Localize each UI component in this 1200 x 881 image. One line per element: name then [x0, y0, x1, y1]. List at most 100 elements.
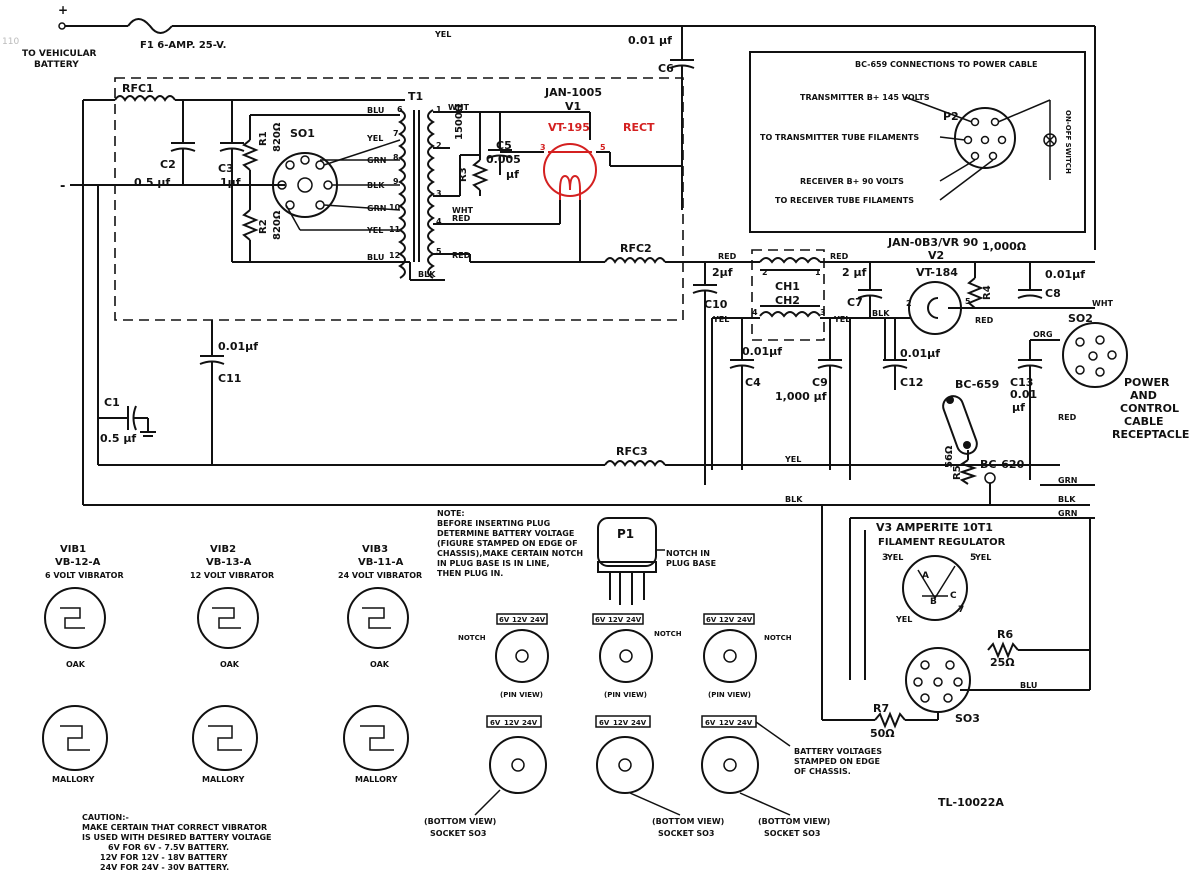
svg-text:NOTCH: NOTCH: [458, 634, 486, 642]
svg-text:R1: R1: [258, 131, 269, 146]
svg-text:4: 4: [436, 217, 442, 226]
svg-text:VIB2: VIB2: [210, 544, 236, 555]
svg-text:0.01: 0.01: [1010, 388, 1037, 401]
svg-text:C10: C10: [704, 298, 728, 311]
svg-text:12V FOR 12V - 18V BATTERY: 12V FOR 12V - 18V BATTERY: [100, 853, 228, 862]
svg-text:12V: 12V: [608, 616, 624, 624]
svg-text:GRN: GRN: [1058, 476, 1077, 485]
svg-text:820Ω: 820Ω: [272, 122, 283, 152]
svg-text:R3: R3: [458, 167, 469, 182]
svg-text:2 μf: 2 μf: [842, 266, 867, 279]
svg-text:BATTERY VOLTAGES: BATTERY VOLTAGES: [794, 747, 882, 756]
capacitor-c2: C2 0.5 μf: [134, 100, 196, 189]
svg-text:CONTROL: CONTROL: [1120, 402, 1179, 415]
plug-p1: P1 NOTCH IN PLUG BASE: [597, 517, 716, 605]
svg-text:6 VOLT VIBRATOR: 6 VOLT VIBRATOR: [45, 571, 124, 580]
svg-text:SO2: SO2: [1068, 312, 1093, 325]
capacitor-c6: 0.01 μf C6: [628, 26, 695, 210]
capacitor-c7: 2 μf C7: [842, 262, 883, 318]
battery-stamp-note: BATTERY VOLTAGES STAMPED ON EDGE OF CHAS…: [794, 747, 882, 776]
svg-text:1μf: 1μf: [220, 176, 241, 189]
capacitor-c1: C1 0.5 μf: [98, 396, 156, 445]
svg-text:RED: RED: [452, 214, 471, 223]
svg-text:C5: C5: [496, 139, 512, 152]
svg-text:VB-11-A: VB-11-A: [358, 557, 404, 568]
battery-input: + TO VEHICULAR BATTERY: [22, 3, 97, 70]
svg-text:12V: 12V: [719, 616, 735, 624]
svg-text:11: 11: [389, 225, 401, 234]
svg-text:3: 3: [436, 189, 442, 198]
svg-text:MALLORY: MALLORY: [202, 775, 245, 784]
svg-text:6V: 6V: [490, 719, 501, 727]
svg-text:0.5 μf: 0.5 μf: [100, 432, 136, 445]
svg-text:C: C: [950, 591, 957, 601]
svg-text:24V: 24V: [737, 719, 753, 727]
svg-text:12: 12: [389, 251, 400, 260]
svg-text:YEL: YEL: [434, 30, 451, 39]
tube-v2: JAN-0B3/VR 90 V2 VT-184 2 5: [887, 236, 979, 335]
svg-text:1500Ω: 1500Ω: [454, 103, 465, 140]
svg-text:SOCKET SO3: SOCKET SO3: [764, 829, 820, 838]
svg-text:8: 8: [393, 153, 399, 162]
svg-text:SO1: SO1: [290, 127, 315, 140]
svg-text:0.01μf: 0.01μf: [1045, 268, 1085, 281]
svg-text:C2: C2: [160, 158, 176, 171]
svg-text:P1: P1: [617, 527, 634, 541]
svg-text:μf: μf: [506, 168, 519, 181]
svg-text:YEL: YEL: [366, 134, 383, 143]
svg-text:JAN-1005: JAN-1005: [544, 86, 602, 99]
svg-text:C1: C1: [104, 396, 120, 409]
svg-text:24V FOR 24V - 30V BATTERY.: 24V FOR 24V - 30V BATTERY.: [100, 863, 229, 872]
svg-text:DETERMINE BATTERY VOLTAGE: DETERMINE BATTERY VOLTAGE: [437, 529, 574, 538]
svg-text:BEFORE INSERTING PLUG: BEFORE INSERTING PLUG: [437, 519, 550, 528]
svg-text:NOTE:: NOTE:: [437, 509, 465, 518]
svg-text:5: 5: [965, 297, 971, 306]
shield-enclosure: [114, 77, 684, 321]
resistor-r2: R2 820Ω: [241, 209, 283, 241]
svg-text:C7: C7: [847, 296, 863, 309]
pin-view-3: 6V 12V 24V NOTCH (PIN VIEW): [703, 613, 792, 699]
svg-text:CABLE: CABLE: [1124, 415, 1164, 428]
svg-text:10: 10: [389, 203, 401, 212]
svg-text:6V: 6V: [595, 616, 606, 624]
svg-text:RED: RED: [718, 252, 737, 261]
svg-text:3: 3: [882, 553, 888, 563]
page-marker: 110: [2, 37, 19, 47]
transformer-t1: T1 6 7 8 9 3 10 11 12 1 2 4 5: [389, 90, 442, 279]
svg-text:GRN: GRN: [367, 204, 386, 213]
tube-v1: JAN-1005 V1 VT-195 RECT 3 5: [540, 86, 655, 200]
svg-text:5: 5: [600, 143, 606, 152]
svg-text:820Ω: 820Ω: [272, 210, 283, 240]
resistor-r6: R6 25Ω: [987, 628, 1090, 669]
svg-text:BLU: BLU: [367, 106, 384, 115]
svg-text:RED: RED: [830, 252, 849, 261]
svg-text:4: 4: [752, 308, 758, 317]
capacitor-c3: C3 1μf: [218, 100, 245, 262]
capacitor-c10: 2μf C10: [692, 262, 733, 485]
svg-text:VB-13-A: VB-13-A: [206, 557, 252, 568]
svg-text:C11: C11: [218, 372, 241, 385]
resistor-r1: R1 820Ω: [241, 122, 283, 171]
svg-text:(FIGURE STAMPED ON EDGE OF: (FIGURE STAMPED ON EDGE OF: [437, 539, 578, 548]
svg-text:PLUG BASE: PLUG BASE: [666, 559, 716, 568]
svg-text:VIB1: VIB1: [60, 544, 86, 555]
capacitor-c12: 0.01μf C12: [882, 318, 940, 390]
svg-text:0.01 μf: 0.01 μf: [628, 34, 672, 47]
svg-text:1: 1: [815, 268, 821, 277]
svg-text:RFC2: RFC2: [620, 242, 652, 255]
svg-text:JAN-0B3/VR 90: JAN-0B3/VR 90: [887, 236, 979, 249]
capacitor-c9: C9 1,000 μf: [775, 318, 843, 470]
svg-text:50Ω: 50Ω: [870, 727, 895, 740]
svg-text:(BOTTOM VIEW): (BOTTOM VIEW): [424, 817, 496, 826]
svg-text:BATTERY: BATTERY: [34, 60, 79, 70]
svg-text:GRN: GRN: [367, 156, 386, 165]
caution-block: CAUTION:- MAKE CERTAIN THAT CORRECT VIBR…: [82, 813, 272, 872]
svg-text:(PIN VIEW): (PIN VIEW): [604, 691, 647, 699]
choke-rfc1: RFC1: [114, 82, 176, 102]
svg-text:YEL: YEL: [895, 615, 912, 624]
socket-view-3: 6V 12V 24V (BOTTOM VIEW) SOCKET SO3: [701, 715, 830, 838]
svg-text:SO3: SO3: [955, 712, 980, 725]
svg-text:OF CHASSIS.: OF CHASSIS.: [794, 767, 851, 776]
svg-text:1: 1: [436, 105, 442, 114]
svg-text:THEN PLUG IN.: THEN PLUG IN.: [437, 569, 503, 578]
